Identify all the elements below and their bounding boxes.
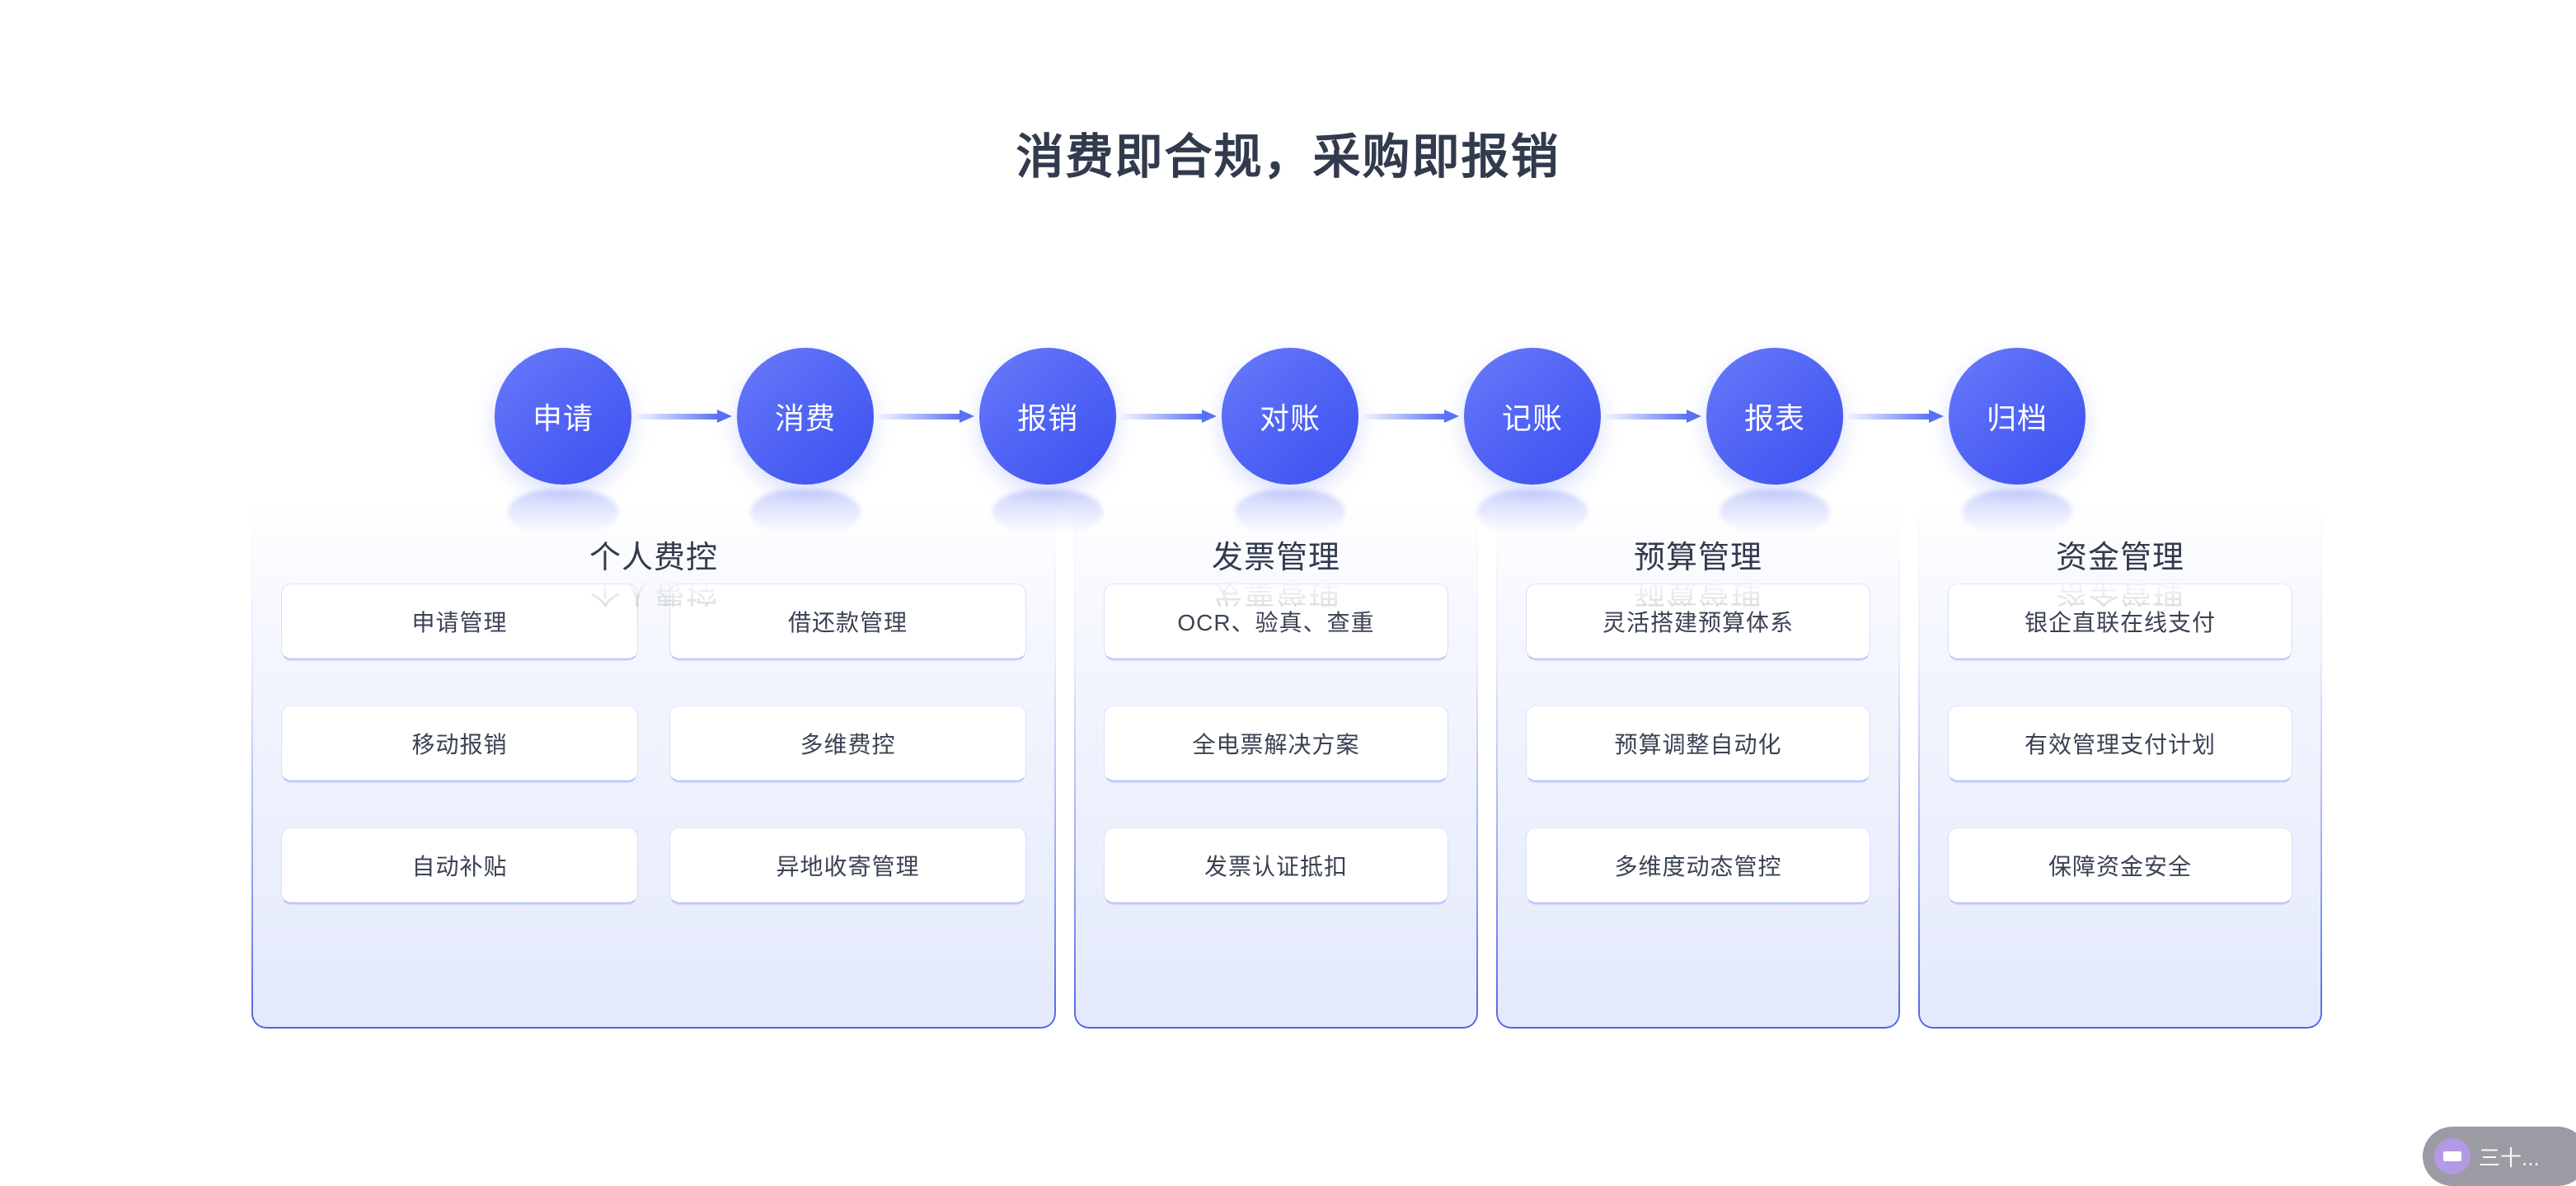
flow-step-6[interactable]: 归档 (1949, 347, 2086, 534)
flow-step-label: 消费 (774, 401, 836, 435)
page-title: 消费即合规，采购即报销 (1016, 130, 1560, 184)
flow-step-label: 报销 (1016, 401, 1078, 435)
panel-personal-expense-control: 个人费控 个人费控 申请管理 借还款管理 移动报销 多维费控 自动补贴 异地收寄… (251, 498, 1056, 1029)
flow-step-1[interactable]: 消费 (737, 347, 874, 534)
flow-arrow-icon (636, 409, 732, 423)
panel-title: 个人费控 (589, 541, 718, 575)
panel-budget-management: 预算管理 预算管理 灵活搭建预算体系 预算调整自动化 多维度动态管控 (1496, 498, 1900, 1029)
list-item[interactable]: 异地收寄管理 (669, 827, 1026, 903)
panel-title: 发票管理 (1211, 541, 1340, 575)
panel-header: 发票管理 发票管理 (1074, 498, 1478, 608)
floating-widget-label: 三十... (2479, 1145, 2540, 1170)
panel-title: 资金管理 (2055, 541, 2184, 575)
panel-item-grid: 银企直联在线支付 有效管理支付计划 保障资金安全 (1918, 569, 2322, 903)
panel-title: 预算管理 (1633, 541, 1762, 575)
flow-arrow-icon (1363, 409, 1459, 423)
list-item[interactable]: 借还款管理 (669, 584, 1026, 659)
flow-arrow-icon (1848, 409, 1944, 423)
flow-step-label: 记账 (1501, 401, 1563, 435)
panel-item-grid: 灵活搭建预算体系 预算调整自动化 多维度动态管控 (1496, 569, 1900, 903)
panel-header: 预算管理 预算管理 (1496, 498, 1900, 608)
list-item[interactable]: 全电票解决方案 (1104, 706, 1448, 781)
list-item[interactable]: 申请管理 (281, 584, 638, 659)
panel-item-grid: 申请管理 借还款管理 移动报销 多维费控 自动补贴 异地收寄管理 (251, 569, 1056, 903)
list-item[interactable]: 移动报销 (281, 706, 638, 781)
flow-arrow-icon (1121, 409, 1217, 423)
flow-step-circle: 消费 (737, 347, 874, 485)
panel-invoice-management: 发票管理 发票管理 OCR、验真、查重 全电票解决方案 发票认证抵扣 (1074, 498, 1478, 1029)
list-item[interactable]: OCR、验真、查重 (1104, 584, 1448, 659)
flow-step-label: 对账 (1259, 401, 1321, 435)
module-panels: 个人费控 个人费控 申请管理 借还款管理 移动报销 多维费控 自动补贴 异地收寄… (251, 498, 2322, 1029)
flow-step-4[interactable]: 记账 (1464, 347, 1601, 534)
flow-step-0[interactable]: 申请 (495, 347, 631, 534)
flow-step-label: 报表 (1743, 401, 1805, 435)
flow-step-circle: 归档 (1949, 347, 2086, 485)
flow-step-circle: 报表 (1706, 347, 1843, 485)
list-item[interactable]: 有效管理支付计划 (1948, 706, 2292, 781)
list-item[interactable]: 银企直联在线支付 (1948, 584, 2292, 659)
panel-header: 资金管理 资金管理 (1918, 498, 2322, 608)
list-item[interactable]: 自动补贴 (281, 827, 638, 903)
flow-arrow-icon (1606, 409, 1701, 423)
list-item[interactable]: 发票认证抵扣 (1104, 827, 1448, 903)
floating-chat-widget[interactable]: 三十... (2423, 1127, 2576, 1186)
flow-step-2[interactable]: 报销 (979, 347, 1116, 534)
person-chat-icon (2434, 1138, 2470, 1174)
flow-step-circle: 报销 (979, 347, 1116, 485)
list-item[interactable]: 多维费控 (669, 706, 1026, 781)
flow-step-3[interactable]: 对账 (1222, 347, 1358, 534)
list-item[interactable]: 灵活搭建预算体系 (1526, 584, 1870, 659)
panel-item-grid: OCR、验真、查重 全电票解决方案 发票认证抵扣 (1074, 569, 1478, 903)
panel-fund-management: 资金管理 资金管理 银企直联在线支付 有效管理支付计划 保障资金安全 (1918, 498, 2322, 1029)
process-flow: 申请 消费 报销 对账 记账 (495, 340, 2086, 534)
flow-step-label: 申请 (532, 401, 594, 435)
list-item[interactable]: 预算调整自动化 (1526, 706, 1870, 781)
flow-step-label: 归档 (1986, 401, 2048, 435)
flow-step-circle: 对账 (1222, 347, 1358, 485)
flow-step-circle: 记账 (1464, 347, 1601, 485)
list-item[interactable]: 保障资金安全 (1948, 827, 2292, 903)
panel-header: 个人费控 个人费控 (251, 498, 1056, 608)
flow-step-5[interactable]: 报表 (1706, 347, 1843, 534)
flow-step-circle: 申请 (495, 347, 631, 485)
list-item[interactable]: 多维度动态管控 (1526, 827, 1870, 903)
flow-arrow-icon (879, 409, 974, 423)
